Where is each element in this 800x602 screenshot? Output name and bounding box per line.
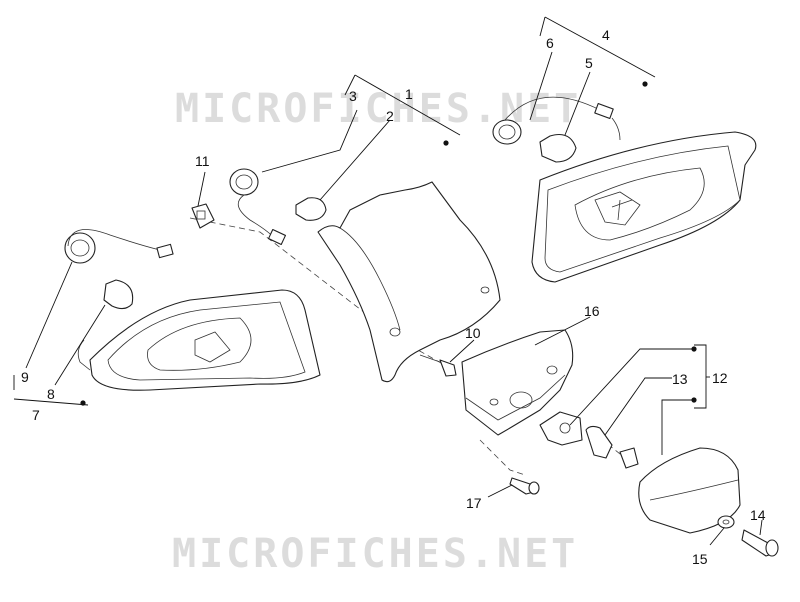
right-bulb-holder — [492, 96, 621, 145]
washer — [717, 515, 735, 529]
callout-14: 14 — [750, 507, 766, 523]
center-bulb — [295, 197, 327, 221]
callout-9: 9 — [21, 369, 29, 385]
center-bulb-holder — [229, 168, 287, 246]
callout-13: 13 — [672, 371, 688, 387]
right-bulb — [539, 133, 577, 163]
callout-2: 2 — [386, 108, 394, 124]
callout-11: 11 — [195, 153, 210, 169]
plate-light-socket — [539, 411, 583, 446]
callout-6: 6 — [546, 35, 554, 51]
screw-14 — [741, 529, 779, 557]
callout-15: 15 — [692, 551, 708, 567]
watermark-bottom: MICROFICHES.NET — [172, 531, 578, 577]
plate-light-bulb — [585, 425, 613, 459]
callout-1: 1 — [405, 86, 413, 102]
plate-light-lens — [638, 447, 741, 534]
left-bulb — [103, 279, 134, 310]
callout-16: 16 — [584, 303, 600, 319]
callout-labels: 1 2 3 4 5 6 7 8 9 10 11 12 13 14 15 16 1… — [21, 27, 766, 567]
left-bulb-holder — [64, 229, 174, 264]
center-housing — [317, 181, 501, 383]
plate-light-housing — [461, 329, 574, 436]
watermark-top: MICROFICHES.NET — [175, 86, 581, 132]
callout-4: 4 — [602, 27, 610, 43]
callout-7: 7 — [32, 407, 40, 423]
screw-10 — [419, 354, 457, 377]
callout-12: 12 — [712, 370, 728, 386]
right-tail-light — [531, 131, 757, 283]
callout-5: 5 — [585, 55, 593, 71]
callout-3: 3 — [349, 88, 357, 104]
clip-nut — [191, 203, 215, 229]
left-tail-light — [77, 289, 321, 391]
bulb-clip — [619, 447, 639, 469]
callout-10: 10 — [465, 325, 481, 341]
leader-lines — [13, 16, 763, 546]
screw-17 — [509, 477, 540, 495]
callout-17: 17 — [466, 495, 482, 511]
callout-8: 8 — [47, 386, 55, 402]
